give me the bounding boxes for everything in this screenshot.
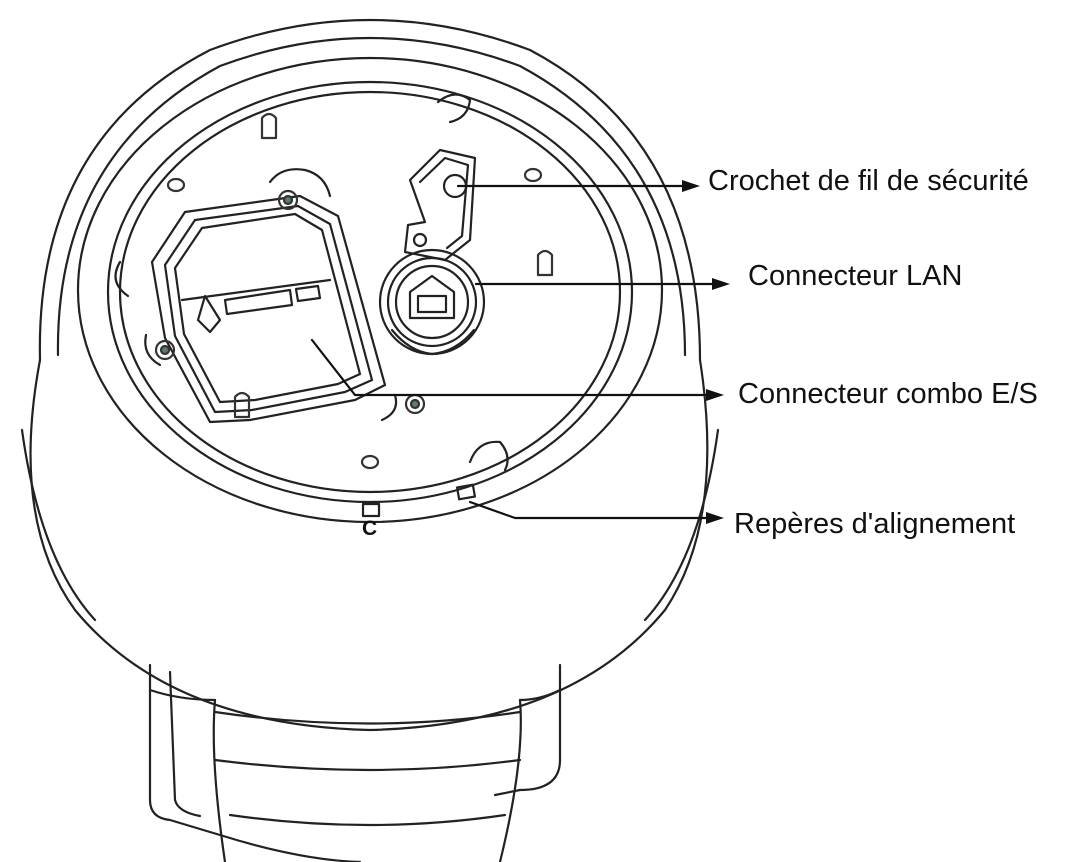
leader-io	[310, 338, 712, 397]
screws	[154, 112, 554, 470]
alignment-mark-c: C	[362, 517, 378, 540]
arrowhead-lan	[712, 278, 730, 290]
alignment-marks-graphic	[361, 483, 477, 518]
arrowhead-align	[706, 512, 724, 524]
label-alignment-marks: Repères d'alignement	[734, 508, 1016, 540]
arrowhead-hook	[682, 180, 700, 192]
io-combo-box	[144, 168, 398, 424]
outer-shell	[20, 18, 720, 732]
label-io-combo-connector: Connecteur combo E/S	[738, 378, 1038, 410]
lan-connector-graphic	[378, 248, 486, 356]
safety-hook-graphic	[403, 148, 477, 262]
mounting-plate	[76, 56, 664, 524]
leader-align	[468, 500, 712, 520]
leader-lines	[310, 184, 718, 520]
arrowhead-io	[706, 389, 724, 401]
label-safety-hook: Crochet de fil de sécurité	[708, 165, 1029, 197]
lower-housing	[148, 663, 562, 862]
label-lan-connector: Connecteur LAN	[748, 260, 963, 292]
